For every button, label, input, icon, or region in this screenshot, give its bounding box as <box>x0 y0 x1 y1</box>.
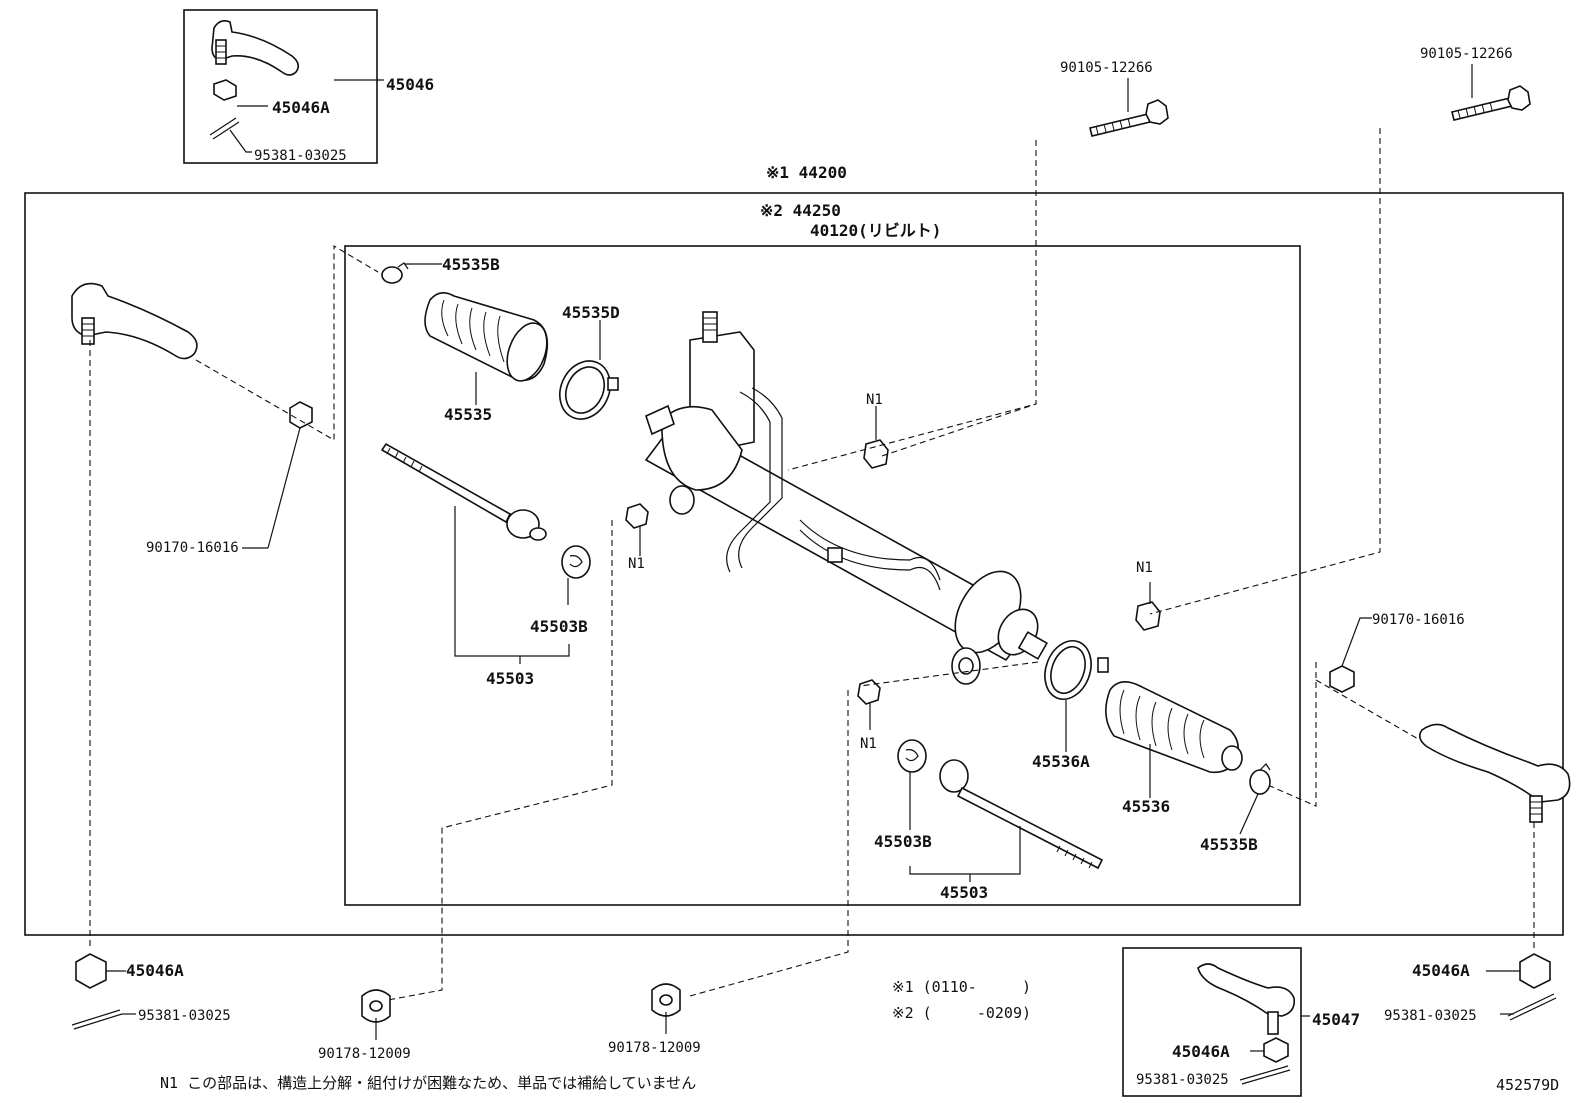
label-clamp-bottom: 45535B <box>1200 835 1258 854</box>
label-clip-top: 45535D <box>562 303 620 322</box>
label-nut-right: 90170-16016 <box>1372 612 1465 628</box>
label-kit-left-main: 45046 <box>386 75 434 94</box>
label-n1-upper: N1 <box>866 392 883 408</box>
bottom-right-nut-icon <box>1519 953 1551 989</box>
right-boot-icon <box>1105 681 1243 774</box>
left-washer-icon <box>561 545 591 579</box>
n1-upper-bushing-icon <box>863 439 889 469</box>
footer-note: N1 この部品は、構造上分解・組付けが困難なため、単品では補給していません <box>160 1074 696 1092</box>
label-boot-left: 45535 <box>444 405 492 424</box>
n1-lower-bushing-icon <box>857 679 881 705</box>
label-rod-left: 45503 <box>486 669 534 688</box>
left-tie-rod-end-kit-frame <box>183 9 378 164</box>
label-clamp-top: 45535B <box>442 255 500 274</box>
clamp-top-icon <box>381 262 409 284</box>
n1-right-bushing-icon <box>1135 601 1161 631</box>
bushing-b-icon <box>651 983 681 1017</box>
kit-left-tie-rod-end-icon <box>211 20 300 76</box>
assembly-line-2: ※2 44250 <box>760 201 841 220</box>
label-bolt-center: 90105-12266 <box>1060 60 1153 76</box>
label-washer-left: 45503B <box>530 617 588 636</box>
label-nut-bottom-left: 45046A <box>126 961 184 980</box>
clamp-bottom-icon <box>1249 763 1271 795</box>
kit-left-nut-icon <box>213 79 237 101</box>
n1-left-bushing-icon <box>625 503 649 529</box>
assembly-line-3: 40120(リビルト) <box>810 221 941 240</box>
label-clip-lower: 45536A <box>1032 752 1090 771</box>
label-rod-right: 45503 <box>940 883 988 902</box>
label-bushing-a: 90178-12009 <box>318 1046 411 1062</box>
lower-clip-icon <box>1044 640 1109 700</box>
applicability-line-1: ※1 (0110- ) <box>892 978 1031 996</box>
steering-rack-body-icon <box>644 311 1048 685</box>
bushing-a-icon <box>361 989 391 1023</box>
left-boot-icon <box>424 292 549 382</box>
label-kit-right-main: 45047 <box>1312 1010 1360 1029</box>
bottom-right-cotter-pin-icon <box>1507 993 1557 1021</box>
label-n1-right: N1 <box>1136 560 1153 576</box>
kit-left-cotter-pin-icon <box>209 117 240 140</box>
right-tie-rod-end-kit-frame <box>1122 947 1302 1097</box>
label-n1-left: N1 <box>628 556 645 572</box>
label-pin-bottom-left: 95381-03025 <box>138 1008 231 1024</box>
right-washer-icon <box>897 739 927 773</box>
label-boot-right: 45536 <box>1122 797 1170 816</box>
kit-right-cotter-pin-icon <box>1239 1065 1291 1085</box>
right-bolt-icon <box>1451 85 1531 121</box>
kit-right-nut-icon <box>1263 1037 1289 1063</box>
left-nut-icon <box>289 401 313 429</box>
label-bolt-right: 90105-12266 <box>1420 46 1513 62</box>
label-nut-left: 90170-16016 <box>146 540 239 556</box>
label-washer-right: 45503B <box>874 832 932 851</box>
figure-id: 452579D <box>1496 1076 1559 1094</box>
bottom-left-nut-icon <box>75 953 107 989</box>
right-nut-icon <box>1329 665 1355 693</box>
applicability-line-2: ※2 ( -0209) <box>892 1004 1031 1022</box>
kit-right-tie-rod-end-icon <box>1197 963 1296 1035</box>
assembly-outer-frame <box>24 192 1564 936</box>
right-tie-rod-end-icon <box>1418 723 1571 823</box>
label-kit-right-nut: 45046A <box>1172 1042 1230 1061</box>
label-kit-right-pin: 95381-03025 <box>1136 1072 1229 1088</box>
label-pin-bottom-right: 95381-03025 <box>1384 1008 1477 1024</box>
label-kit-left-nut: 45046A <box>272 98 330 117</box>
assembly-line-1: ※1 44200 <box>766 163 847 182</box>
bottom-left-cotter-pin-icon <box>71 1009 123 1030</box>
left-inner-tie-rod-icon <box>380 442 547 541</box>
label-bushing-b: 90178-12009 <box>608 1040 701 1056</box>
clip-top-icon <box>559 360 619 420</box>
center-bolt-icon <box>1089 99 1169 137</box>
label-nut-bottom-right: 45046A <box>1412 961 1470 980</box>
left-tie-rod-end-icon <box>71 282 198 360</box>
assembly-inner-frame <box>344 245 1301 906</box>
label-kit-left-pin: 95381-03025 <box>254 148 347 164</box>
label-n1-lower: N1 <box>860 736 877 752</box>
right-inner-tie-rod-icon <box>939 759 1104 870</box>
